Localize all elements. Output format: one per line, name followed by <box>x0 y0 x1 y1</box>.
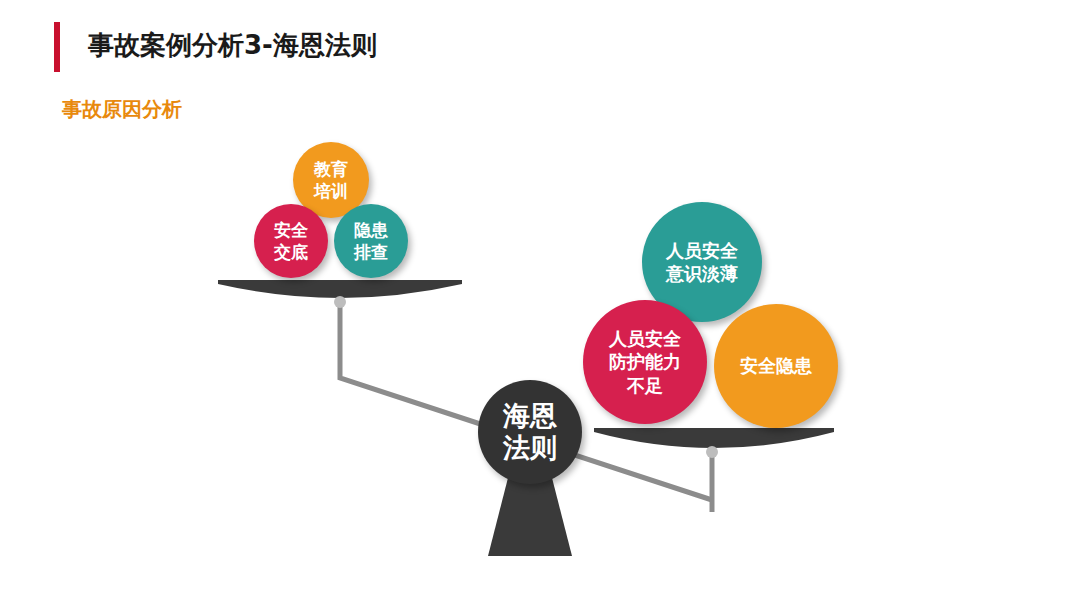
right-tray <box>594 428 834 448</box>
cause-circle: 安全交底 <box>254 204 328 278</box>
circle-text: 海恩法则 <box>502 400 559 465</box>
circle-text: 安全隐患 <box>738 354 814 377</box>
left-tray <box>218 280 462 298</box>
circle-text: 安全交底 <box>273 219 309 263</box>
page-title: 事故案例分析3-海恩法则 <box>88 28 377 63</box>
circle-text: 隐患排查 <box>353 219 389 263</box>
section-label: 事故原因分析 <box>62 96 182 123</box>
left-pivot <box>334 296 346 308</box>
balance-beam <box>340 300 712 500</box>
right-pivot <box>706 446 718 458</box>
circle-text: 教育培训 <box>313 158 349 202</box>
title-bar <box>54 22 60 72</box>
circle-text: 人员安全意识淡薄 <box>664 239 740 286</box>
right-rod <box>710 452 715 512</box>
cause-circle: 人员安全防护能力不足 <box>583 300 707 424</box>
circle-text: 人员安全防护能力不足 <box>607 327 683 397</box>
law-circle: 海恩法则 <box>478 380 582 484</box>
cause-circle: 安全隐患 <box>714 304 838 428</box>
cause-circle: 隐患排查 <box>334 204 408 278</box>
